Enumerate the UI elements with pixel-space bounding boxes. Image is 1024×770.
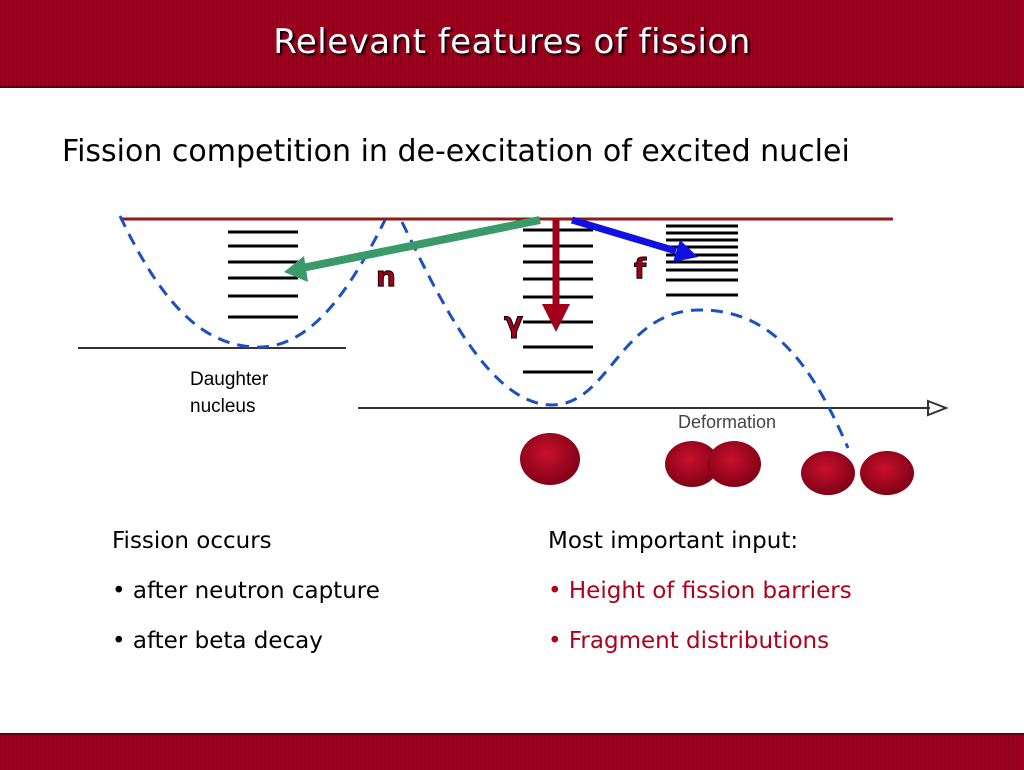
- spherical-nucleus: [520, 433, 580, 485]
- slide-subtitle: Fission competition in de-excitation of …: [62, 134, 850, 169]
- gamma-arrowhead: [542, 304, 570, 332]
- fission-diagram: n f γ Daughter nucleus Deformation: [78, 215, 949, 495]
- list-item: • after beta decay: [112, 628, 323, 654]
- daughter-potential-curve: [118, 215, 387, 349]
- fission-fragment-left: [801, 451, 855, 495]
- important-input-list: Most important input: • Height of fissio…: [548, 528, 852, 678]
- neutron-arrow: [301, 216, 541, 272]
- daughter-levels: [228, 230, 298, 319]
- deformation-label: Deformation: [678, 412, 776, 432]
- fission-arrowhead: [673, 240, 698, 262]
- slide-title: Relevant features of fission: [273, 22, 751, 62]
- list-item: • Height of fission barriers: [548, 578, 852, 604]
- fission-label: f: [634, 252, 647, 285]
- fission-fragment-right: [860, 451, 914, 495]
- neutron-arrowhead: [284, 256, 308, 282]
- deformed-nucleus-right: [707, 441, 761, 487]
- deformation-axis-arrowhead: [927, 399, 949, 417]
- list-item: • Fragment distributions: [548, 628, 830, 654]
- fission-occurs-list: Fission occurs • after neutron capture •…: [112, 528, 380, 678]
- fission-occurs-heading: Fission occurs: [112, 528, 272, 554]
- important-input-heading: Most important input:: [548, 528, 799, 554]
- footer-bar: [0, 733, 1024, 770]
- title-bar: [0, 0, 1024, 88]
- daughter-label-line2: nucleus: [190, 396, 256, 417]
- fission-potential-curve: [400, 221, 850, 449]
- gamma-label: γ: [504, 306, 523, 339]
- neutron-label: n: [376, 260, 396, 293]
- daughter-label-line1: Daughter: [190, 369, 269, 390]
- deformed-nucleus-left: [665, 441, 719, 487]
- fission-arrow: [571, 216, 677, 255]
- list-item: • after neutron capture: [112, 578, 380, 604]
